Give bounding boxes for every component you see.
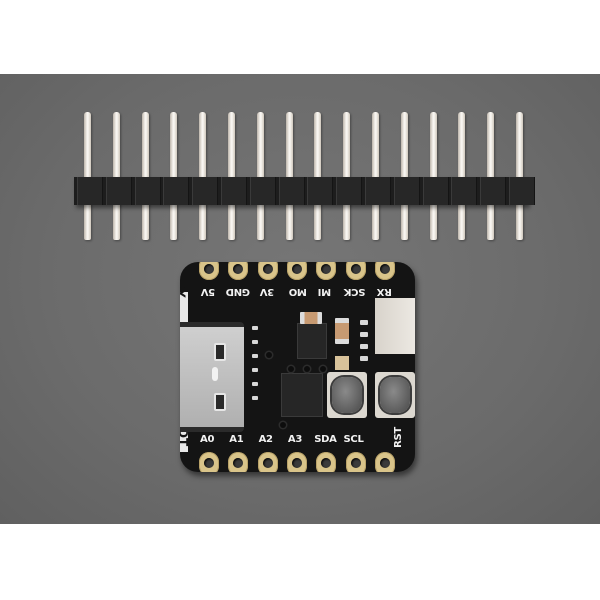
usb-led-icon (212, 367, 218, 381)
pin-pad-a2[interactable] (257, 452, 278, 472)
pin-label-scl: SCL (343, 434, 364, 445)
header-pin (314, 112, 322, 240)
pin-pad-a1[interactable] (228, 452, 249, 472)
pin-pad-rx[interactable] (374, 262, 395, 280)
stemma-qt-connector[interactable] (375, 298, 415, 354)
pin-label-3v: 3V (259, 286, 274, 297)
header-pin (400, 112, 408, 240)
capacitor (335, 318, 349, 344)
pin-pad-a0[interactable] (199, 452, 219, 472)
neopixel-led (335, 356, 349, 370)
header-pin (487, 112, 495, 240)
pin-label-rx: RX (376, 286, 392, 297)
usb-slot-icon (214, 393, 226, 411)
header-pin (458, 112, 466, 240)
pin-label-a2: A2 (258, 434, 273, 445)
pin-label-a1: A1 (229, 434, 244, 445)
boot-button[interactable] (327, 372, 367, 418)
header-pin (170, 112, 178, 240)
header-pin (285, 112, 293, 240)
pin-pad-sda[interactable] (316, 452, 337, 472)
board-brand-text-top: PY (180, 280, 188, 298)
pin-label-gnd: GND (226, 286, 251, 297)
usb-slot-icon (214, 343, 226, 361)
pin-label-a3: A3 (287, 434, 302, 445)
usb-c-connector[interactable] (180, 322, 244, 432)
regulator-chip (298, 324, 326, 358)
pin-pad-mo[interactable] (286, 262, 307, 280)
pin-label-sda: SDA (314, 434, 337, 445)
pin-pad-gnd[interactable] (228, 262, 249, 280)
header-pin (516, 112, 523, 240)
header-pin (141, 112, 149, 240)
header-pin (84, 112, 91, 240)
pin-label-a0: A0 (200, 434, 215, 445)
header-pin (429, 112, 437, 240)
pin-label-mo: MO (288, 286, 307, 297)
pin-pad-mi[interactable] (316, 262, 337, 280)
header-plastic-body (74, 177, 535, 205)
pin-label-sck: SCK (343, 286, 365, 297)
pin-pad-scl[interactable] (345, 452, 366, 472)
header-pin (256, 112, 264, 240)
header-pin (228, 112, 235, 240)
pin-pad-rst[interactable] (374, 452, 395, 472)
pin-label-rst: RST (392, 427, 404, 448)
pin-pad-sck[interactable] (345, 262, 366, 280)
pin-label-5v: 5V (201, 286, 216, 297)
reset-button[interactable] (375, 372, 415, 418)
pin-pad-3v[interactable] (257, 262, 278, 280)
pin-label-mi: MI (318, 286, 332, 297)
header-pin (372, 112, 379, 240)
pin-pad-a3[interactable] (286, 452, 307, 472)
capacitor (300, 312, 322, 324)
header-pin (343, 112, 351, 240)
mcu-chip (282, 374, 322, 416)
header-pin (112, 112, 120, 240)
pin-pad-5v[interactable] (199, 262, 219, 280)
header-pin (199, 112, 207, 240)
